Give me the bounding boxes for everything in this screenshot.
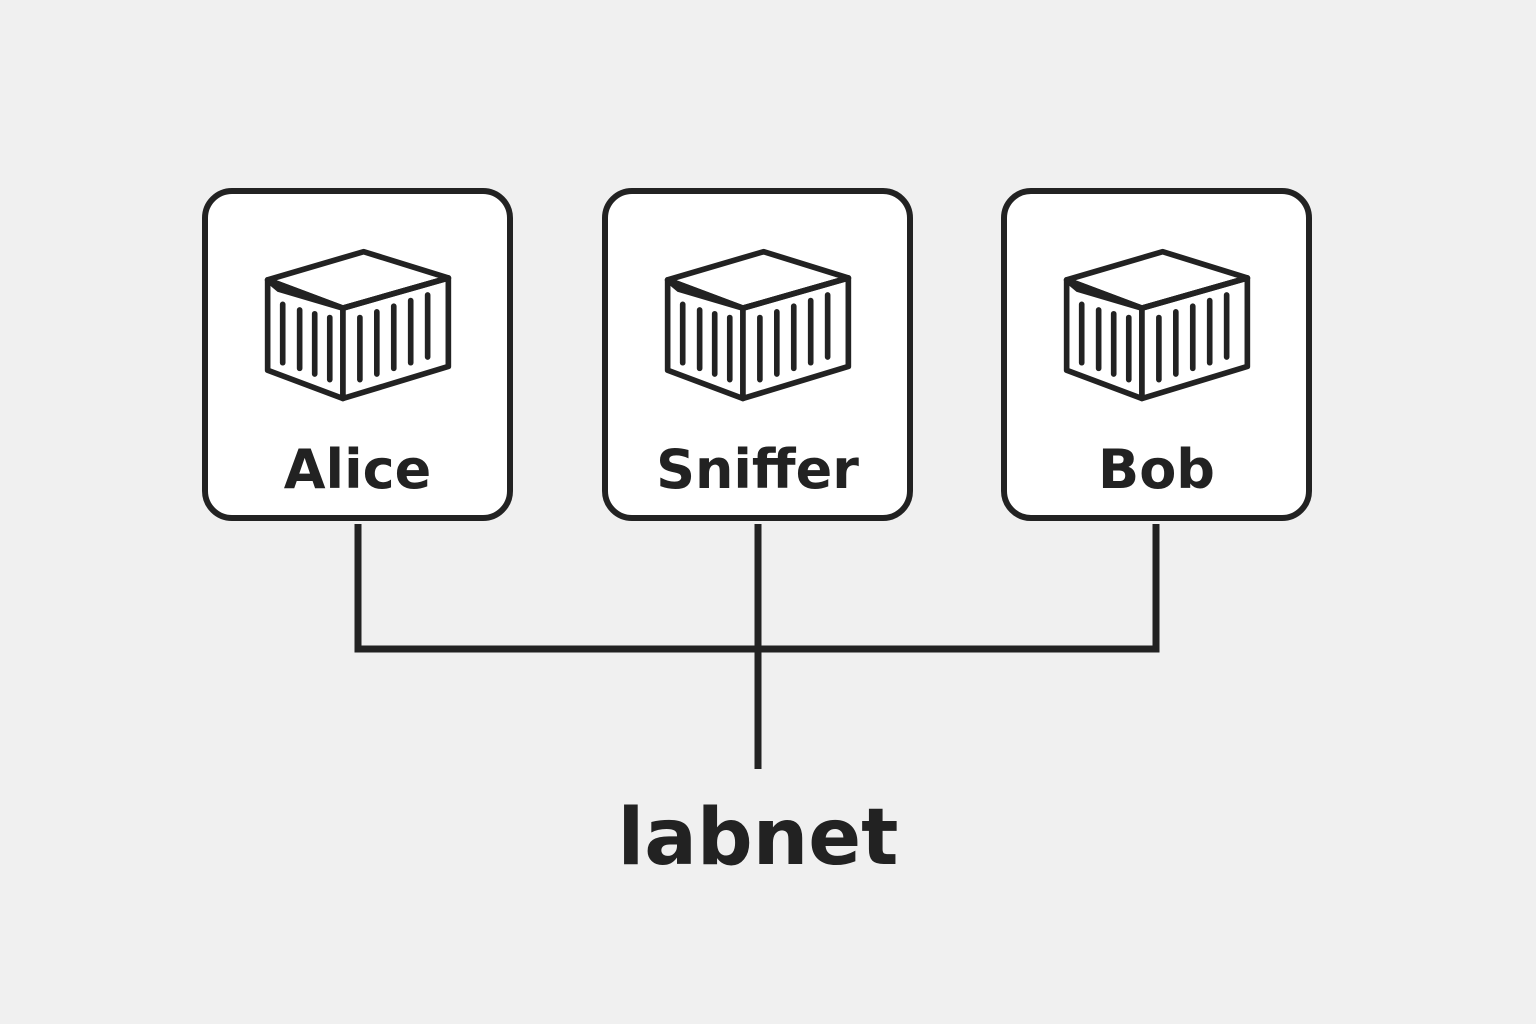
node-label-alice: Alice [283, 438, 432, 501]
container-icon [658, 246, 858, 406]
network-label: labnet [617, 793, 899, 883]
container-icon [1057, 246, 1257, 406]
node-label-sniffer: Sniffer [656, 438, 859, 501]
node-bob: Bob [1001, 188, 1312, 521]
container-icon [258, 246, 458, 406]
node-sniffer: Sniffer [602, 188, 913, 521]
node-label-bob: Bob [1098, 438, 1215, 501]
node-alice: Alice [202, 188, 513, 521]
